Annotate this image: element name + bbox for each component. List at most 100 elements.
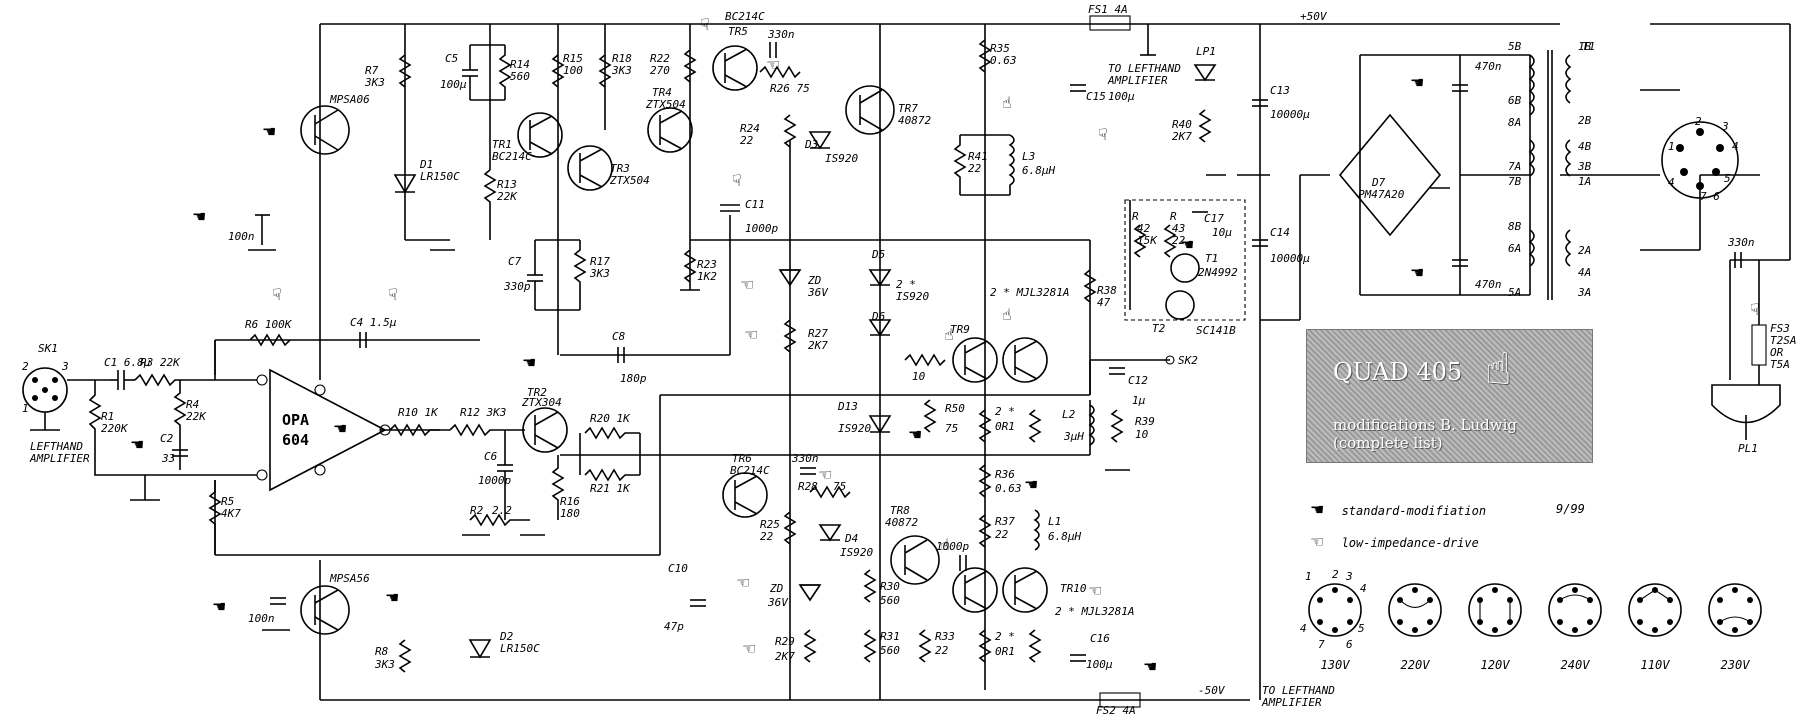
pointing-hand-black-icon: ☚ xyxy=(1310,500,1325,519)
svg-text:TR4: TR4 xyxy=(652,86,672,99)
resistor-10-base: 10 xyxy=(904,353,946,383)
svg-text:R16: R16 xyxy=(560,495,580,508)
transformer-t1: T1 5B 6B 8A 7A 7B 8B 6A 5A 1B 2B 4B 3B 1… xyxy=(1508,40,1595,300)
capacitor-330n-mid: 330n xyxy=(791,452,819,475)
plug-label: 120V xyxy=(1480,658,1510,672)
svg-text:ZTX304: ZTX304 xyxy=(521,396,562,409)
svg-text:R5: R5 xyxy=(221,495,234,508)
resistor-r18: R18 3K3 xyxy=(598,52,632,88)
svg-text:2: 2 xyxy=(1695,115,1702,128)
pointing-hand-black-icon: ☚ xyxy=(522,353,536,372)
svg-text:1A: 1A xyxy=(1578,175,1591,188)
positive-rail: FS1 4A +50V xyxy=(319,3,1560,110)
negative-rail: FS2 4A -50V xyxy=(319,560,1250,717)
legend-standard: ☚ standard-modifiation xyxy=(1310,500,1486,519)
svg-text:D4: D4 xyxy=(844,532,858,545)
resistor-r29: R29 2K7 xyxy=(775,629,817,663)
svg-text:1: 1 xyxy=(1305,570,1312,583)
svg-text:2 *: 2 * xyxy=(995,630,1015,643)
svg-text:10: 10 xyxy=(912,370,926,383)
svg-text:R12 3K3: R12 3K3 xyxy=(460,406,506,419)
resistor-r38: R38 47 xyxy=(1083,269,1117,309)
resistors-0r1-bottom: 2 * 0R1 xyxy=(978,629,1042,663)
legend-date-label: 9/99 xyxy=(1556,502,1585,516)
svg-text:C12: C12 xyxy=(1128,374,1148,387)
capacitor-c4: C4 1.5µ xyxy=(350,316,397,348)
diode-d2: D2 LR150C xyxy=(468,630,540,659)
legend-lowimp-label: low-impedance-drive xyxy=(1341,536,1479,550)
svg-text:100n: 100n xyxy=(248,612,275,625)
pointing-hand-white-icon: ☜ xyxy=(736,573,750,592)
svg-text:7B: 7B xyxy=(1508,175,1522,188)
svg-text:SC141B: SC141B xyxy=(1196,324,1236,337)
svg-text:TR3: TR3 xyxy=(610,162,630,175)
svg-text:75: 75 xyxy=(945,422,958,435)
svg-text:BC214C: BC214C xyxy=(725,10,765,23)
resistor-r31: R31 560 xyxy=(863,629,900,663)
svg-text:R24: R24 xyxy=(740,122,760,135)
svg-text:D2: D2 xyxy=(499,630,514,643)
svg-text:ZTX504: ZTX504 xyxy=(609,174,650,187)
svg-text:47p: 47p xyxy=(664,620,684,633)
svg-text:C17: C17 xyxy=(1204,212,1224,225)
svg-text:2: 2 xyxy=(1332,570,1339,581)
svg-text:1: 1 xyxy=(1668,140,1675,153)
svg-text:TR9: TR9 xyxy=(950,323,970,336)
svg-text:C13: C13 xyxy=(1270,84,1290,97)
svg-text:560: 560 xyxy=(880,644,900,657)
svg-text:TR2: TR2 xyxy=(527,386,547,399)
pointing-hand-markers: ☚ ☚ ☟ ☟ ☟ ☟ ☚ ☚ ☚ ☚ ☚ ☚ ☟ ☚ ☚ ☟ ☚ ☚ ☚ ☜ … xyxy=(130,15,1760,676)
plug-230v xyxy=(1708,583,1762,637)
svg-text:R14: R14 xyxy=(510,58,530,71)
svg-text:4: 4 xyxy=(1732,140,1739,153)
pointing-hand-black-icon: ☚ xyxy=(385,588,399,607)
svg-text:C16: C16 xyxy=(1090,632,1110,645)
svg-text:7 6: 7 6 xyxy=(1700,190,1720,203)
pointing-hand-black-icon: ☚ xyxy=(1410,263,1424,282)
capacitor-c1: C1 6.8µ xyxy=(104,356,151,390)
svg-text:3A: 3A xyxy=(1577,286,1591,299)
resistor-r17: R17 3K3 xyxy=(573,240,610,310)
legend-lowimp: ☜ low-impedance-drive xyxy=(1310,532,1479,551)
ground-c2 xyxy=(130,475,160,501)
svg-text:R36: R36 xyxy=(995,468,1015,481)
svg-text:1µ: 1µ xyxy=(1132,394,1146,407)
svg-text:IS920: IS920 xyxy=(840,546,873,559)
transistor-tr7: TR7 40872 xyxy=(845,85,931,135)
plug-label: 110V xyxy=(1640,658,1670,672)
svg-text:R40: R40 xyxy=(1172,118,1192,131)
svg-text:IS920: IS920 xyxy=(825,152,858,165)
svg-text:2K7: 2K7 xyxy=(775,650,795,663)
resistor-r8: R8 3K3 xyxy=(374,639,412,673)
svg-text:R29: R29 xyxy=(775,635,795,648)
resistor-r13: R13 22K xyxy=(483,120,518,240)
svg-text:R8: R8 xyxy=(375,645,389,658)
pointing-hand-black-icon: ☟ xyxy=(388,285,398,304)
svg-text:5B: 5B xyxy=(1508,40,1522,53)
plug-label: 230V xyxy=(1720,658,1750,672)
protection-circuit: R 42 15K R 43 22 C17 10µ T1 2N4992 T2 SC… xyxy=(1124,199,1246,337)
svg-text:TR1: TR1 xyxy=(492,138,512,151)
info-title: QUAD 405 xyxy=(1333,358,1463,386)
resistor-r1: R1 220K xyxy=(88,380,215,476)
diode-d13: D13 IS920 xyxy=(837,400,892,435)
svg-text:R4: R4 xyxy=(186,398,199,411)
svg-text:BC214C: BC214C xyxy=(492,150,532,163)
svg-text:ZD: ZD xyxy=(807,274,822,287)
svg-text:220K: 220K xyxy=(101,422,129,435)
positive-rail-label: +50V xyxy=(1300,10,1328,23)
svg-text:TR6: TR6 xyxy=(732,452,752,465)
svg-text:22K: 22K xyxy=(497,190,518,203)
plug-220v xyxy=(1388,583,1442,637)
plug-240v xyxy=(1548,583,1602,637)
to-lefthand-top: TO LEFTHAND AMPLIFIER xyxy=(1107,24,1181,87)
pointing-hand-white-icon: ☜ xyxy=(766,55,780,74)
pointing-hand-white-icon: ☜ xyxy=(744,325,758,344)
capacitor-100n-bottom: 100n xyxy=(248,597,290,631)
svg-text:R22: R22 xyxy=(650,52,670,65)
svg-text:R35: R35 xyxy=(990,42,1010,55)
capacitor-c10: C10 47p xyxy=(664,562,706,633)
capacitor-c15: C15 100µ xyxy=(1070,84,1135,103)
svg-text:10000µ: 10000µ xyxy=(1270,252,1310,265)
